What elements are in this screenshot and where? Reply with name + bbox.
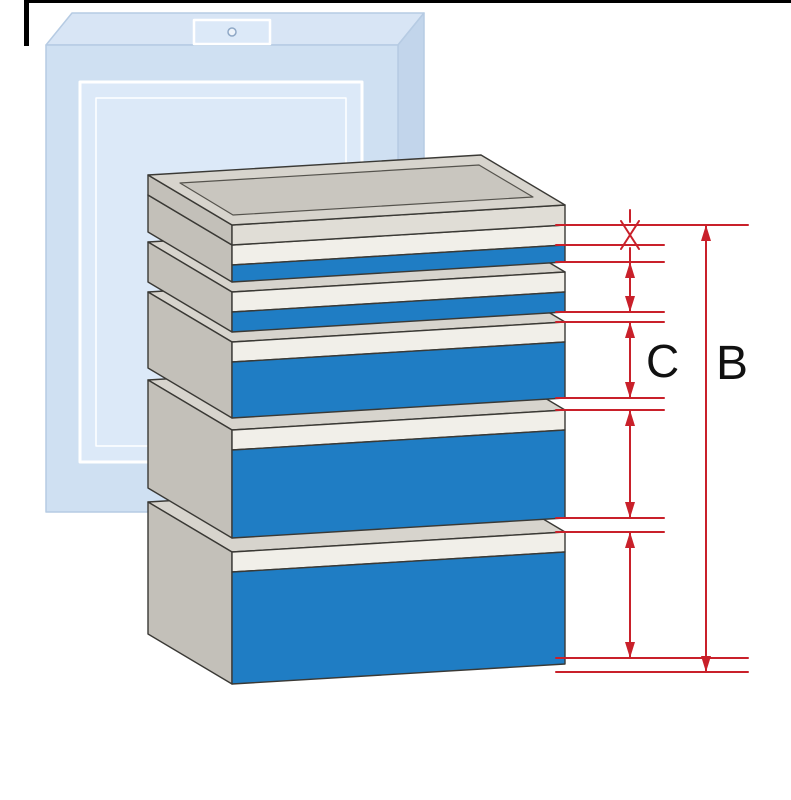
top-border-line bbox=[24, 0, 791, 3]
dimension-arrowhead bbox=[625, 532, 635, 548]
dimension-arrowhead-b-top bbox=[701, 225, 711, 241]
dimension-arrowhead bbox=[625, 382, 635, 398]
drawer-stack bbox=[147, 154, 566, 685]
dimension-arrowheads bbox=[625, 225, 711, 672]
dimension-arrowhead bbox=[625, 502, 635, 518]
cabinet-top-lid bbox=[147, 154, 566, 246]
dimension-arrowhead bbox=[625, 262, 635, 278]
image-border-marks bbox=[24, 0, 791, 46]
left-border-tick bbox=[24, 0, 29, 46]
drawer-5-front bbox=[231, 551, 566, 685]
dimension-label-b: B bbox=[716, 337, 748, 390]
dimension-cross-arrow bbox=[620, 220, 640, 250]
dimension-arrowhead bbox=[625, 322, 635, 338]
lid-recessed-rim bbox=[179, 164, 534, 216]
dimension-label-c: C bbox=[646, 335, 679, 387]
dimension-arrowhead bbox=[625, 642, 635, 658]
dimension-arrowhead bbox=[625, 296, 635, 312]
dimension-arrowhead-b-bottom bbox=[701, 656, 711, 672]
dimension-arrowhead bbox=[625, 410, 635, 426]
nameplate-screw-dot bbox=[227, 27, 237, 37]
dimension-lines bbox=[555, 209, 749, 673]
